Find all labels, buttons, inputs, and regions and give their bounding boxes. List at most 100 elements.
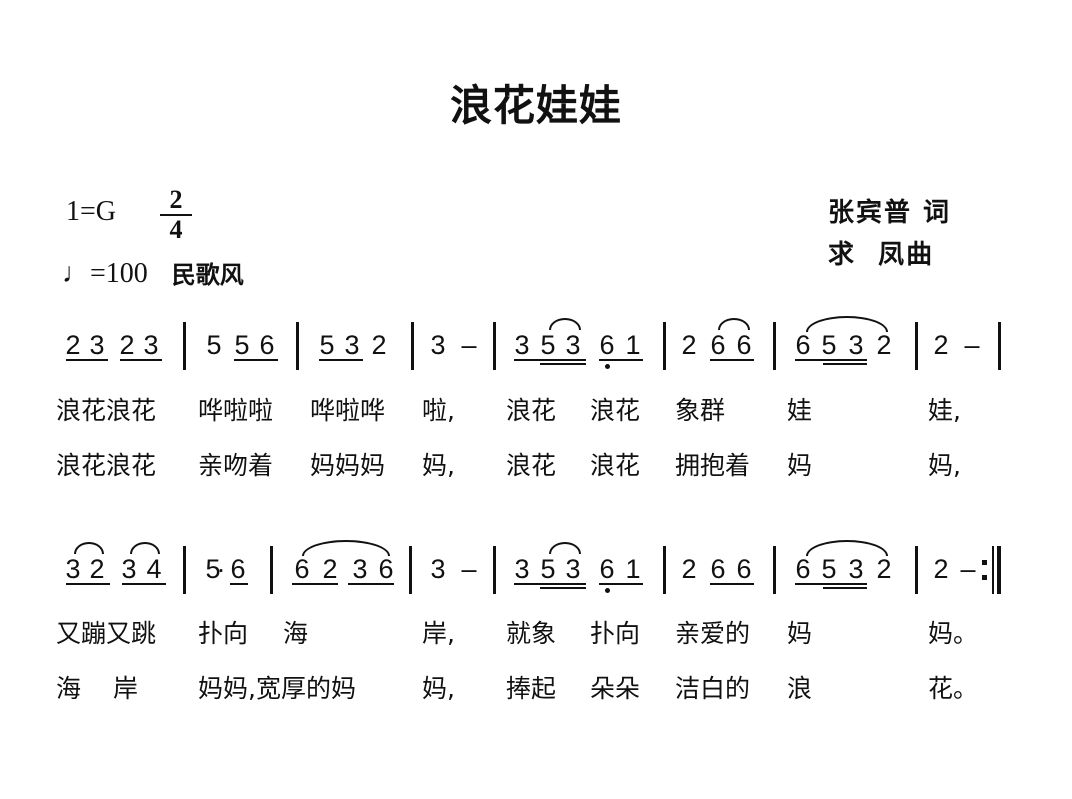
lyricist-credit: 张宾普 词 — [828, 198, 952, 228]
underline-eighth — [599, 583, 643, 585]
underline-eighth — [66, 359, 108, 361]
note: 6 — [710, 330, 726, 360]
slur — [718, 318, 750, 330]
style-marking: 民歌风 — [171, 260, 244, 289]
bar-line — [409, 546, 412, 594]
underline-sixteenth — [540, 587, 586, 589]
note: 5 — [206, 330, 222, 360]
lyric: 妈, — [928, 451, 961, 480]
bar-line — [663, 546, 666, 594]
lyric: 浪 — [787, 674, 813, 703]
note: 2 — [322, 554, 338, 584]
note: 5 — [540, 330, 556, 360]
underline-eighth — [122, 583, 166, 585]
note: 4 — [146, 554, 162, 584]
bar-line — [915, 322, 918, 370]
underline-eighth — [795, 583, 867, 585]
dash-hold: – — [960, 554, 976, 584]
note: 3 — [143, 330, 159, 360]
note: 2 — [119, 330, 135, 360]
note: 6 — [378, 554, 394, 584]
lyric: 象群 — [675, 396, 726, 425]
slur — [130, 542, 160, 554]
lyric: 亲爱的 — [675, 619, 751, 648]
lyric: 洁白的 — [675, 674, 751, 703]
note: 1 — [625, 554, 641, 584]
underline-eighth — [514, 359, 586, 361]
note: 6 — [795, 554, 811, 584]
bar-line — [773, 322, 776, 370]
slur — [549, 542, 581, 554]
note: 3 — [352, 554, 368, 584]
bar-line — [663, 322, 666, 370]
bar-line — [411, 322, 414, 370]
lyric: 海 — [56, 674, 82, 703]
lyric: 哗啦哗 — [310, 396, 386, 425]
underline-eighth — [710, 583, 754, 585]
note: 6 — [259, 330, 275, 360]
lyric: 朵朵 — [590, 674, 641, 703]
note: 5 — [821, 330, 837, 360]
note: 6 — [795, 330, 811, 360]
note: 3 — [89, 330, 105, 360]
lyric: 浪花浪花 — [56, 451, 157, 480]
augmentation-dot: · — [216, 554, 226, 584]
lyric: 浪花浪花 — [56, 396, 157, 425]
note: 2 — [933, 330, 949, 360]
time-signature-numerator: 2 — [160, 187, 192, 216]
lyric: 妈妈妈 — [310, 451, 386, 480]
underline-eighth — [348, 583, 394, 585]
time-signature: 2 4 — [160, 187, 192, 243]
lyric: 浪花 — [506, 451, 557, 480]
bar-line — [183, 322, 186, 370]
underline-eighth — [234, 359, 278, 361]
note: 3 — [514, 330, 530, 360]
underline-eighth — [292, 583, 338, 585]
note: 3 — [848, 330, 864, 360]
note: 2 — [681, 554, 697, 584]
note: 5 — [540, 554, 556, 584]
lyric: 扑向 — [590, 619, 641, 648]
lyric: 妈妈,宽厚的妈 — [198, 674, 356, 703]
bar-line — [296, 322, 299, 370]
note: 3 — [65, 554, 81, 584]
lyric: 妈。 — [928, 619, 979, 648]
tempo-value: =100 — [90, 258, 148, 289]
underline-sixteenth — [823, 587, 867, 589]
lyric: 扑向 — [198, 619, 249, 648]
end-repeat-thick-bar — [997, 546, 1001, 594]
underline-eighth — [514, 583, 586, 585]
note: 3 — [344, 330, 360, 360]
note: 2 — [681, 330, 697, 360]
underline-eighth — [599, 359, 643, 361]
dash-hold: – — [461, 554, 477, 584]
note: 5 — [821, 554, 837, 584]
quarter-note-icon: ♩ — [62, 258, 90, 289]
note: 6 — [736, 554, 752, 584]
lyric: 花。 — [928, 674, 979, 703]
underline-eighth — [710, 359, 754, 361]
lyric: 妈, — [422, 674, 455, 703]
bar-line — [493, 546, 496, 594]
bar-line — [773, 546, 776, 594]
underline-eighth — [319, 359, 363, 361]
lyric: 妈, — [422, 451, 455, 480]
note: 6 — [736, 330, 752, 360]
note: 2 — [371, 330, 387, 360]
lyric: 岸 — [113, 674, 139, 703]
note-low-octave: 6 — [599, 330, 615, 360]
lyric: 浪花 — [506, 396, 557, 425]
note: 3 — [121, 554, 137, 584]
lyric: 啦, — [422, 396, 455, 425]
bar-line — [183, 546, 186, 594]
dash-hold: – — [461, 330, 477, 360]
note: 3 — [565, 554, 581, 584]
lyric: 娃 — [787, 396, 813, 425]
note-low-octave: 6 — [599, 554, 615, 584]
underline-eighth — [120, 359, 162, 361]
lyric: 又蹦又跳 — [56, 619, 157, 648]
note: 2 — [89, 554, 105, 584]
underline-sixteenth — [540, 363, 586, 365]
underline-sixteenth — [823, 363, 867, 365]
lyric: 拥抱着 — [675, 451, 751, 480]
